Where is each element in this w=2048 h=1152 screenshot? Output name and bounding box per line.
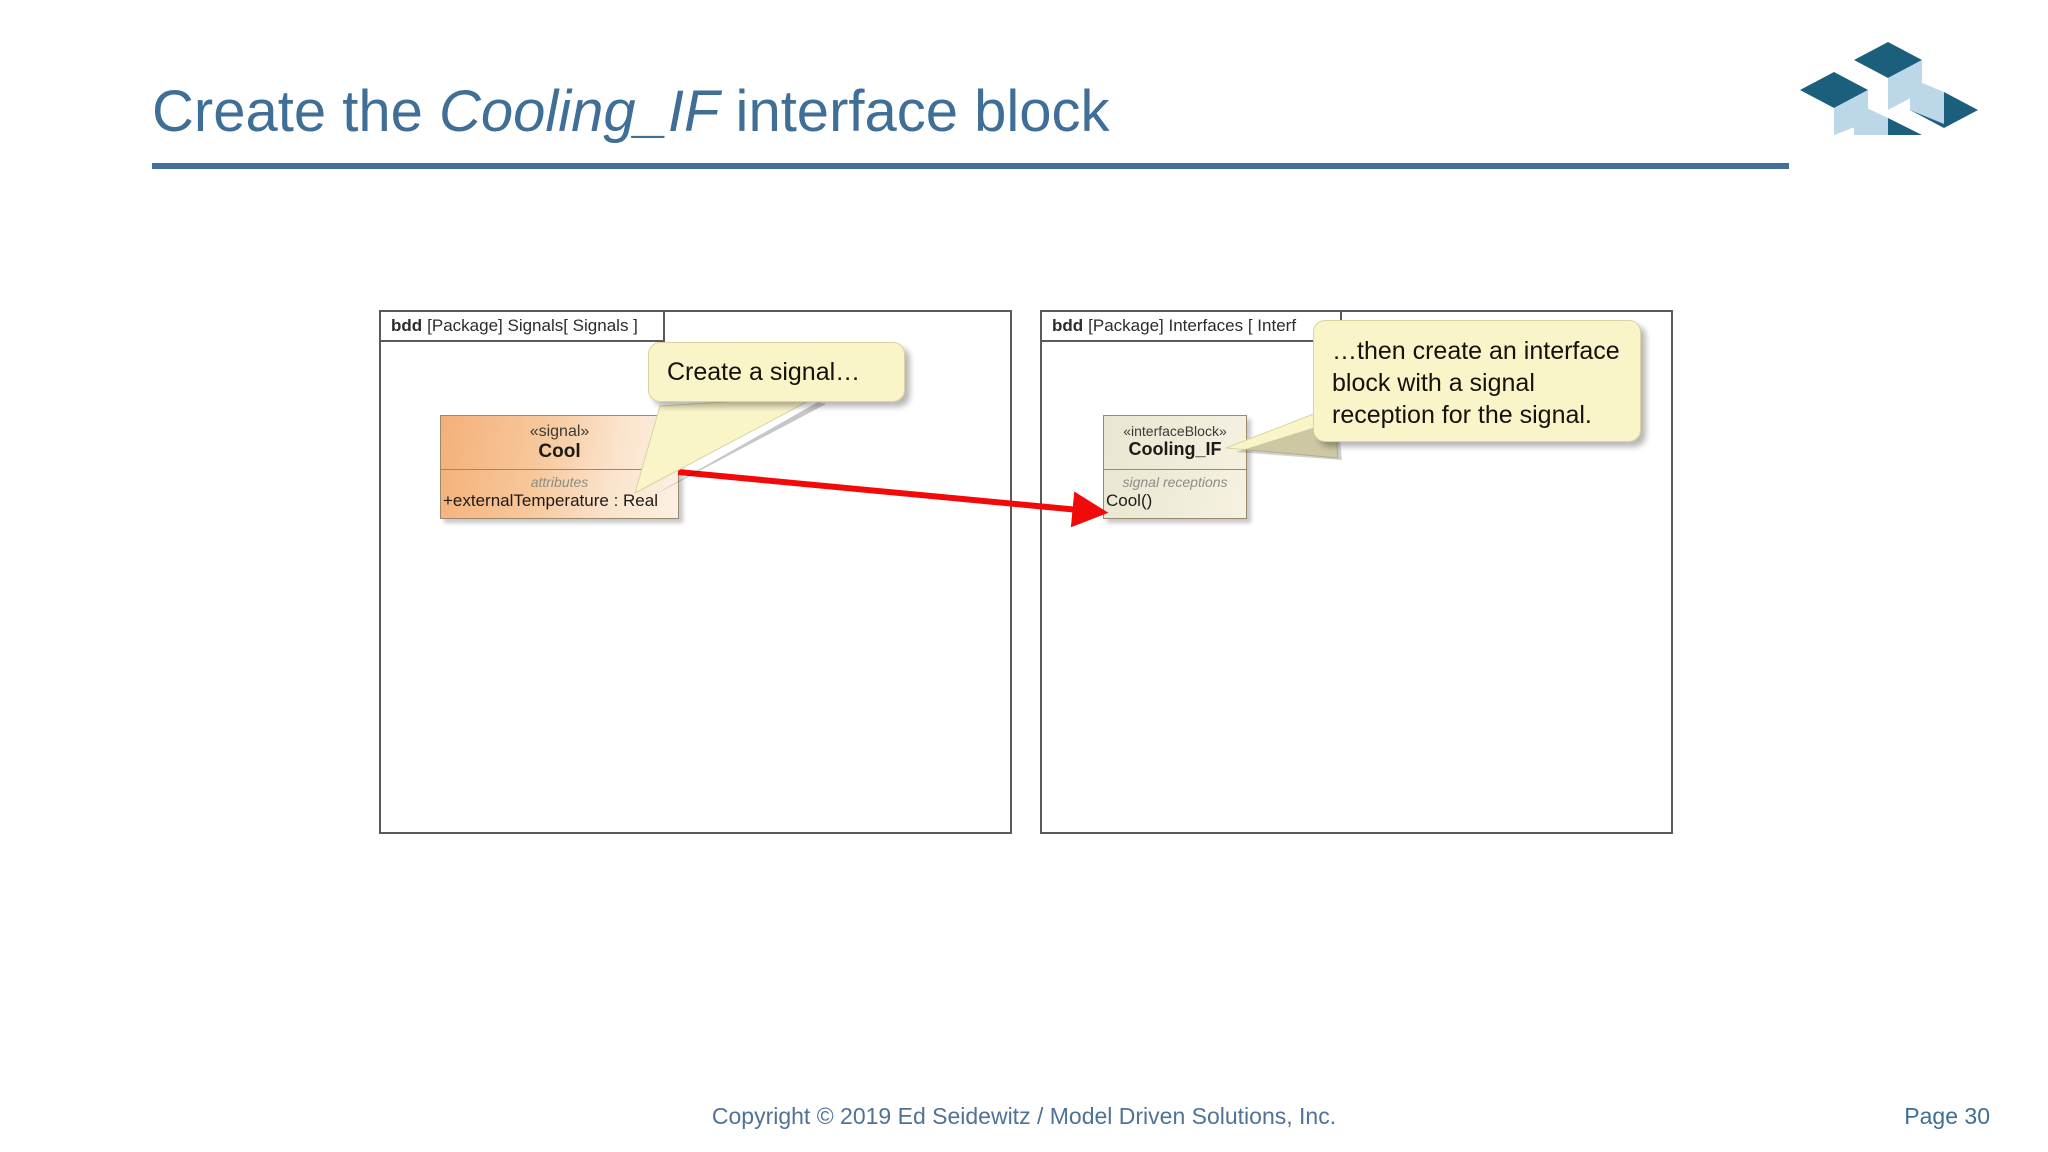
reception-row: Cool() — [1106, 490, 1153, 510]
callout-right-line1: …then create an interface — [1332, 337, 1620, 365]
title-underline-rule — [152, 163, 1789, 169]
interface-header-compartment: «interfaceBlock» Cooling_IF — [1104, 416, 1246, 469]
uml-element-interface-block-cooling-if[interactable]: «interfaceBlock» Cooling_IF signal recep… — [1103, 415, 1247, 519]
signal-attributes-compartment: attributes +externalTemperature : Real — [441, 469, 678, 519]
frame-header-interfaces: bdd[Package] Interfaces [ Interf — [1042, 312, 1342, 342]
signal-stereotype: «signal» — [529, 423, 590, 440]
frame-keyword: bdd — [1052, 316, 1084, 335]
frame-label: [Package] Signals[ Signals ] — [427, 316, 638, 335]
callout-create-interface-block: …then create an interface block with a s… — [1313, 320, 1641, 442]
page-title-suffix: interface block — [719, 79, 1110, 144]
logo-isometric-cubes-icon — [1800, 42, 1978, 135]
signal-receptions-compartment: signal receptions Cool() — [1104, 469, 1246, 519]
callout-create-signal: Create a signal… — [648, 342, 905, 402]
brand-logo — [1800, 30, 1980, 135]
signal-receptions-label: signal receptions — [1122, 474, 1228, 490]
frame-header-signals: bdd[Package] Signals[ Signals ] — [381, 312, 665, 342]
attributes-label: attributes — [530, 474, 589, 490]
page-title-prefix: Create the — [152, 79, 439, 144]
interface-stereotype: «interfaceBlock» — [1123, 423, 1227, 439]
signal-name: Cool — [538, 441, 581, 463]
callout-right-line3: reception for the signal. — [1332, 401, 1592, 429]
uml-element-signal-cool[interactable]: «signal» Cool attributes +externalTemper… — [440, 415, 679, 519]
footer-copyright: Copyright © 2019 Ed Seidewitz / Model Dr… — [711, 1103, 1337, 1129]
frame-label: [Package] Interfaces [ Interf — [1088, 316, 1297, 335]
signal-header-compartment: «signal» Cool — [441, 416, 678, 469]
footer-page-number: Page 30 — [1904, 1103, 1990, 1129]
callout-right-line2: block with a signal — [1332, 369, 1535, 397]
page-title: Create the Cooling_IF interface block — [152, 78, 1110, 145]
interface-name: Cooling_IF — [1128, 439, 1222, 460]
attribute-row: +externalTemperature : Real — [443, 490, 658, 510]
callout-left-text: Create a signal… — [667, 358, 861, 386]
frame-keyword: bdd — [391, 316, 423, 335]
page-title-emphasis: Cooling_IF — [438, 79, 720, 144]
